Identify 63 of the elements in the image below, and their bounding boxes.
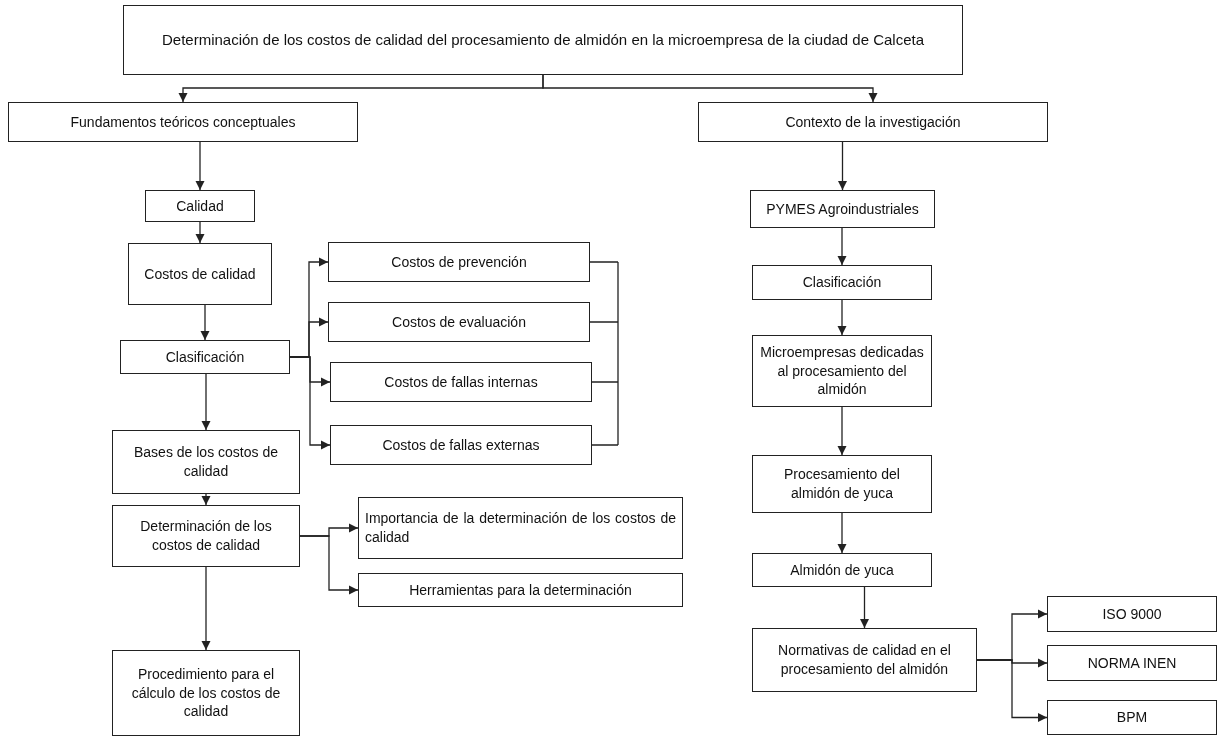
arrow	[201, 373, 211, 431]
box-label: Bases de los costos de calidad	[133, 443, 279, 481]
process-box	[128, 243, 272, 305]
process-box	[8, 102, 358, 142]
process-box	[752, 265, 932, 300]
arrow	[201, 493, 211, 506]
box-label: NORMA INEN	[1087, 653, 1177, 673]
process-box	[1047, 700, 1217, 735]
arrow	[837, 406, 847, 456]
arrow	[299, 535, 359, 595]
arrow	[837, 299, 847, 336]
box-label: Costos de fallas internas	[384, 372, 538, 392]
box-label: Costos de calidad	[144, 264, 256, 284]
process-box	[120, 340, 290, 374]
box-label: Fundamentos teóricos conceptuales	[70, 112, 296, 132]
box-label: Clasificación	[165, 347, 245, 367]
arrow	[200, 304, 210, 341]
process-box	[358, 573, 683, 607]
box-label: Contexto de la investigación	[785, 112, 961, 132]
box-label: Costos de prevención	[391, 252, 527, 272]
arrow	[201, 566, 211, 651]
process-box	[698, 102, 1048, 142]
process-box	[112, 430, 300, 494]
box-label: Microempresas dedicadas al procesamiento del almidón	[759, 342, 925, 400]
process-box	[752, 553, 932, 587]
box-label: Determinación de los costos de calidad	[139, 517, 273, 555]
box-label: Herramientas para la determinación	[409, 580, 632, 600]
process-box	[123, 5, 963, 75]
process-box	[112, 505, 300, 567]
box-label: PYMES Agroindustriales	[766, 199, 919, 219]
arrow	[837, 141, 848, 191]
box-label: Procedimiento para el cálculo de los costos de calidad	[130, 664, 282, 722]
box-label: Almidón de yuca	[790, 560, 894, 580]
box-label: Costos de evaluación	[392, 312, 526, 332]
process-box	[752, 628, 977, 692]
box-label: Determinación de los costos de calidad del procesamiento de almidón en la microempresa de la ciudad de Calceta	[161, 29, 925, 50]
arrow	[195, 221, 205, 244]
box-label: ISO 9000	[1102, 604, 1162, 624]
box-label: Normativas de calidad en el procesamiento del almidón	[777, 641, 952, 679]
process-box	[112, 650, 300, 736]
process-box	[328, 242, 590, 282]
arrow	[837, 227, 847, 266]
process-box	[330, 362, 592, 402]
box-label: BPM	[1116, 708, 1148, 727]
box-label: Costos de fallas externas	[382, 435, 540, 455]
arrow	[195, 141, 205, 191]
process-box	[145, 190, 255, 222]
box-label: Calidad	[176, 196, 224, 216]
process-box	[752, 335, 932, 407]
arrow	[837, 512, 847, 554]
process-box	[358, 497, 683, 559]
process-box	[328, 302, 590, 342]
process-box	[330, 425, 592, 465]
box-label: Importancia de la determinación de los costos de calidad	[365, 509, 676, 547]
process-box	[1047, 645, 1217, 681]
arrow	[542, 74, 878, 103]
process-box	[1047, 596, 1217, 632]
box-label: Clasificación	[802, 273, 882, 292]
process-box	[752, 455, 932, 513]
arrow	[859, 586, 870, 629]
box-label: Procesamiento del almidón de yuca	[783, 465, 901, 503]
arrow	[976, 659, 1048, 723]
process-box	[750, 190, 935, 228]
